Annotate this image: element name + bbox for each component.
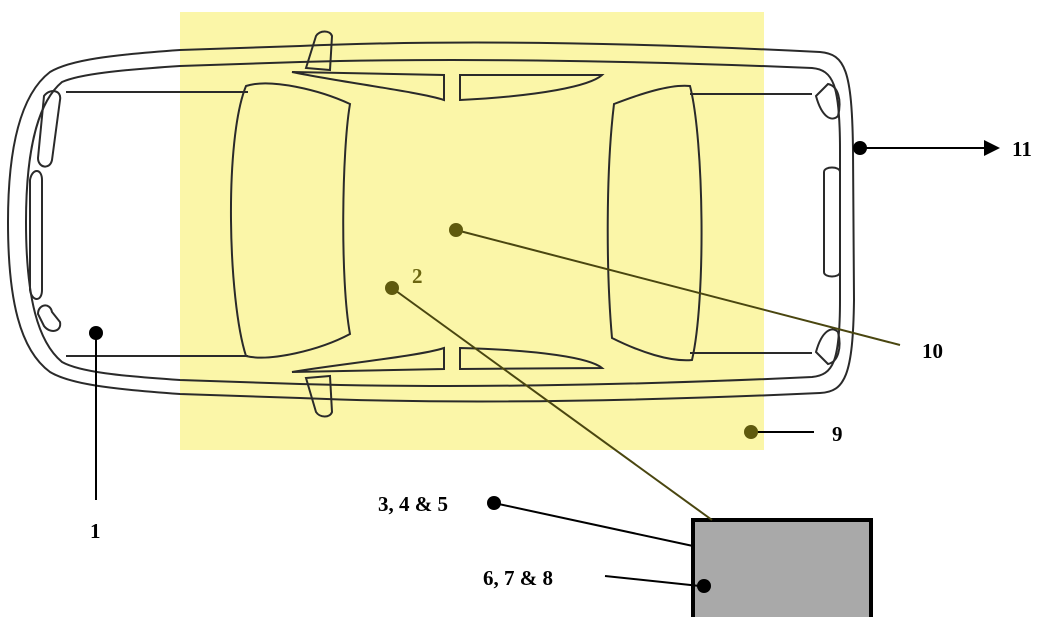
right-mirror — [304, 374, 334, 418]
label-9: 9 — [832, 422, 843, 446]
label-1: 1 — [90, 519, 101, 543]
leader-line-345 — [493, 502, 694, 547]
car-top-view — [6, 30, 856, 418]
front-right-lamp — [36, 304, 62, 332]
leader-line-2 — [391, 287, 713, 521]
marker-9 — [744, 425, 758, 439]
left-rear-window — [459, 74, 605, 102]
front-grille — [29, 170, 43, 300]
label-345: 3, 4 & 5 — [378, 492, 448, 516]
right-front-window — [291, 346, 445, 373]
label-2: 2 — [412, 264, 423, 288]
markers — [89, 141, 867, 593]
rear-left-lamp — [814, 82, 841, 120]
arrow-head-11 — [984, 140, 1000, 156]
car-body-inner-line — [24, 59, 841, 387]
marker-1 — [89, 326, 103, 340]
left-mirror — [304, 30, 334, 72]
marker-11 — [853, 141, 867, 155]
left-front-window — [291, 71, 445, 102]
front-left-lamp — [36, 90, 62, 168]
marker-10 — [449, 223, 463, 237]
equipment-box — [691, 518, 873, 617]
leader-lines — [95, 140, 1000, 587]
front-windscreen — [229, 82, 352, 359]
rear-windscreen — [606, 84, 703, 362]
highlight-zone — [180, 12, 764, 450]
labels: 1 2 3, 4 & 5 6, 7 & 8 9 10 11 — [90, 137, 1032, 590]
label-11: 11 — [1012, 137, 1032, 161]
rear-right-lamp — [814, 328, 841, 366]
car-body-outline — [6, 41, 856, 403]
marker-2 — [385, 281, 399, 295]
leader-line-10 — [455, 229, 901, 346]
rear-plate — [823, 166, 841, 278]
marker-678 — [697, 579, 711, 593]
label-678: 6, 7 & 8 — [483, 566, 553, 590]
leader-line-678 — [604, 575, 701, 587]
label-10: 10 — [922, 339, 943, 363]
marker-345 — [487, 496, 501, 510]
